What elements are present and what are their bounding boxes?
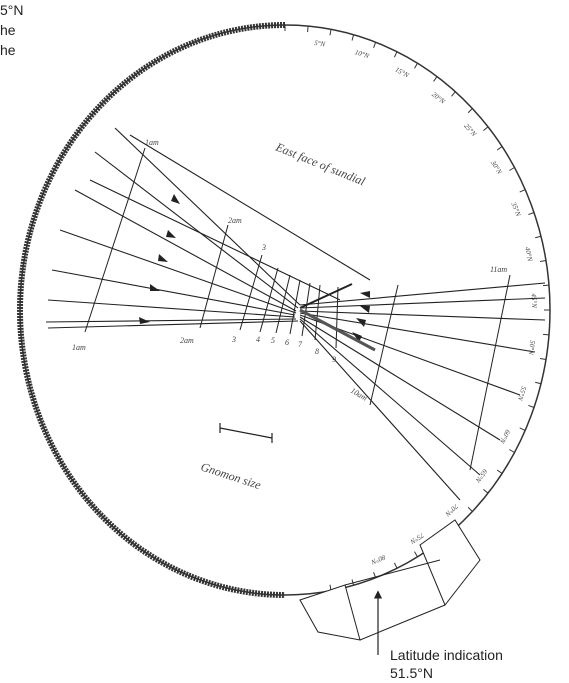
hour-label: 7	[298, 340, 303, 349]
rim-tick	[394, 51, 398, 58]
rim-tick	[496, 469, 503, 474]
rim-tick	[433, 76, 438, 82]
arrow-mark	[139, 317, 150, 324]
rim-tick	[351, 34, 355, 41]
arrow-mark	[166, 230, 176, 238]
arrow-mark	[356, 318, 366, 327]
rim-latitude-label: 50°N	[527, 340, 537, 356]
date-lines	[84, 147, 511, 471]
arrow-mark	[360, 291, 370, 298]
hour-label: 2am	[228, 216, 242, 225]
latitude-caption-line-1: Latitude indication	[390, 647, 503, 663]
hour-line	[299, 316, 501, 441]
gnomon-tip	[299, 283, 353, 309]
hour-line	[51, 269, 296, 316]
rim-tick	[483, 126, 489, 132]
hour-line	[299, 310, 546, 321]
hour-label: 9	[332, 355, 336, 364]
hour-line	[114, 127, 301, 306]
hour-label: 8	[315, 347, 319, 356]
arrow-mark	[158, 254, 168, 262]
rim-tick	[373, 42, 377, 48]
hour-line	[45, 318, 297, 323]
date-line	[301, 282, 311, 337]
rim-tick	[329, 29, 332, 36]
rim-latitude-label: 45°N	[530, 293, 539, 308]
hour-label: 5	[271, 336, 275, 345]
date-line	[84, 147, 146, 333]
rim-tick	[519, 427, 526, 431]
dial-rim-shading	[17, 22, 286, 598]
hour-label: 2am	[180, 336, 194, 345]
date-line	[239, 254, 263, 331]
rim-tick	[528, 212, 535, 216]
rim-tick	[528, 404, 535, 408]
rim-tick	[539, 357, 547, 360]
date-line	[199, 224, 229, 329]
rim-tick	[535, 235, 542, 239]
gnomon-shadow	[299, 308, 376, 352]
hour-label: 1am	[145, 138, 159, 147]
rim-tick	[467, 506, 473, 512]
hour-label: 11am	[490, 265, 507, 274]
date-line	[259, 267, 279, 333]
hour-line	[59, 229, 297, 314]
hour-label: 3	[231, 335, 236, 344]
date-line	[275, 274, 291, 334]
rim-tick	[542, 333, 550, 336]
latitude-bracket	[299, 519, 481, 641]
hour-lines	[45, 127, 546, 501]
rim-tick	[414, 551, 418, 558]
hour-line	[299, 320, 461, 501]
hour-line	[299, 282, 546, 306]
hour-label: 3	[261, 243, 266, 252]
arrow-mark	[352, 332, 362, 342]
hour-line	[47, 299, 296, 318]
date-line	[314, 284, 321, 341]
gnomon-size-bar	[219, 423, 273, 443]
date-line	[335, 286, 339, 349]
rim-tick	[535, 381, 542, 385]
rim-tick	[542, 284, 550, 287]
rim-tick	[496, 146, 503, 151]
rim-tick	[509, 167, 515, 171]
arrow-mark	[360, 306, 370, 313]
date-line	[369, 284, 399, 406]
date-line	[289, 279, 301, 335]
arrow-mark	[150, 284, 160, 291]
rim-latitude-label: 5°N	[314, 39, 326, 48]
rim-tick	[509, 449, 515, 453]
hour-line	[47, 320, 299, 329]
rim-tick	[539, 260, 547, 263]
hour-label: 4	[256, 335, 260, 344]
hour-label: 6	[285, 338, 289, 347]
hour-line	[129, 134, 371, 281]
direction-arrows	[139, 194, 370, 342]
rim-tick	[394, 562, 398, 569]
rim-tick	[451, 91, 456, 97]
latitude-caption-line-2: 51.5°N	[390, 665, 433, 681]
rim-latitude-label: 40°N	[523, 246, 534, 262]
hour-line	[299, 318, 481, 476]
hour-label: 1am	[72, 343, 86, 352]
rim-tick	[519, 189, 526, 193]
cropped-line-3: he	[0, 42, 16, 58]
hour-line	[74, 189, 297, 312]
cropped-line-2: he	[0, 22, 16, 38]
arrow-mark	[171, 194, 180, 204]
rim-tick	[307, 26, 309, 33]
cropped-line-1: 5°N	[0, 2, 24, 18]
rim-tick	[414, 62, 418, 69]
date-line	[469, 274, 511, 471]
hour-line	[89, 179, 341, 301]
hour-line	[299, 297, 546, 309]
rim-tick	[467, 108, 473, 114]
rim-tick	[483, 488, 489, 494]
hour-line	[94, 151, 299, 309]
rim-tick	[351, 579, 355, 586]
cropped-caption-text: 5°N he he	[0, 0, 100, 60]
